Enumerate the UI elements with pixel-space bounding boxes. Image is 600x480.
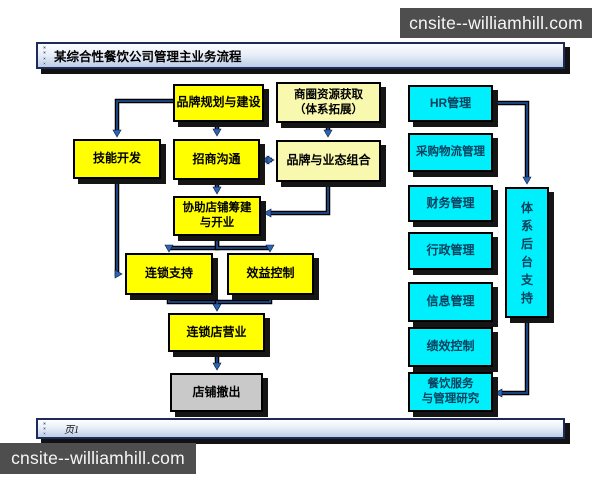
node-label: 信息管理 (426, 294, 475, 309)
arrowhead-icon (112, 129, 122, 138)
arrowhead-icon (522, 176, 532, 185)
watermark-bottom-left: cnsite--williamhill.com (0, 443, 196, 474)
node-label: 系 (520, 218, 533, 233)
node-label: 绩效控制 (426, 339, 475, 354)
node-assist-store-setup: 协助店铺筹建与开业 (173, 196, 261, 236)
arrowhead-icon (212, 128, 222, 137)
node-label: 采购物流管理 (416, 146, 485, 159)
connector-merchant-communication-to-assist-store-setup (212, 180, 222, 195)
node-hr-management: HR管理 (408, 85, 493, 122)
node-admin-management: 行政管理 (408, 232, 493, 270)
node-label: 店铺撤出 (192, 384, 241, 399)
node-label: 效益控制 (246, 266, 295, 281)
arrowhead-icon (212, 186, 222, 195)
node-label: （体系拓展） (294, 103, 363, 116)
node-label: 后 (520, 236, 533, 251)
node-label: HR管理 (429, 95, 472, 110)
connector-skill-development-to-chain-support (114, 179, 123, 279)
arrowhead-icon (494, 388, 503, 398)
connector-trade-area-resource-to-brand-format-mix (323, 123, 333, 138)
node-catering-research: 餐饮服务与管理研究 (408, 372, 493, 412)
connector-hr-management-to-backoffice-support (493, 100, 532, 185)
arrowhead-icon (323, 129, 333, 138)
node-label: 技能开发 (92, 151, 141, 166)
node-label: 餐饮服务 (427, 378, 474, 391)
node-label: 连锁店营业 (186, 324, 247, 339)
node-trade-area-resource: 商圈资源获取 （体系拓展） (276, 82, 381, 123)
binding-dots-icon (41, 46, 47, 65)
binding-dots-icon (41, 422, 47, 435)
title-bar: 某综合性餐饮公司管理主业务流程 (36, 42, 565, 69)
node-info-management: 信息管理 (408, 282, 493, 322)
node-merchant-communication: 招商沟通 (173, 139, 260, 180)
arrowhead-icon (263, 208, 272, 218)
page-number-label: 页1 (64, 425, 79, 436)
node-brand-planning: 品牌规划与建设 (173, 84, 264, 122)
connector-merchant-communication-to-brand-format-mix (261, 155, 275, 165)
node-benefit-control: 效益控制 (227, 253, 314, 295)
arrowhead-icon (265, 244, 275, 253)
arrowhead-icon (164, 244, 174, 253)
node-label: 与管理研究 (421, 393, 480, 405)
node-label: 品牌与业态组合 (286, 153, 371, 168)
node-brand-format-mix: 品牌与业态组合 (276, 140, 381, 182)
arrowhead-icon (212, 303, 222, 312)
node-label: 招商沟通 (192, 151, 241, 166)
node-label: 与开业 (199, 217, 235, 229)
watermark-top-right: cnsite--williamhill.com (400, 8, 592, 38)
connector-brand-planning-to-merchant-communication (212, 122, 222, 137)
node-store-withdrawal: 店铺撤出 (170, 373, 263, 412)
node-chain-support: 连锁支持 (125, 253, 213, 295)
connector-backoffice-support-to-catering-research (494, 318, 530, 398)
diagram-title: 某综合性餐饮公司管理主业务流程 (54, 50, 242, 64)
connector-assist-store-setup-to-benefit-control (214, 236, 275, 253)
node-label: 商圈资源获取 (294, 88, 363, 101)
arrowhead-icon (266, 155, 275, 165)
node-backoffice-support: 体系后台支持 (505, 187, 549, 318)
node-label: 品牌规划与建设 (176, 95, 261, 110)
node-label: 行政管理 (426, 243, 475, 258)
node-chain-store-operation: 连锁店营业 (168, 313, 265, 352)
connector-chain-support-to-chain-store-operation (166, 295, 222, 312)
connector-brand-format-mix-to-assist-store-setup (263, 182, 331, 218)
node-skill-development: 技能开发 (73, 139, 161, 179)
connector-assist-store-setup-to-chain-support (164, 236, 220, 253)
node-label: 台 (520, 254, 533, 269)
node-performance-control: 绩效控制 (408, 327, 493, 367)
arrowhead-icon (114, 269, 123, 279)
node-label: 持 (520, 290, 533, 305)
node-label: 连锁支持 (144, 266, 193, 281)
node-label: 财务管理 (426, 195, 475, 210)
node-procurement-logistics: 采购物流管理 (408, 133, 493, 172)
node-label: 协助店铺筹建 (182, 202, 252, 215)
arrowhead-icon (212, 362, 222, 371)
node-label: 支 (520, 272, 533, 287)
connector-chain-store-operation-to-store-withdrawal (212, 352, 222, 371)
node-label: 体 (520, 200, 533, 215)
connector-benefit-control-to-chain-store-operation (212, 295, 273, 312)
connector-brand-planning-to-skill-development (112, 98, 173, 138)
node-finance-management: 财务管理 (408, 185, 493, 222)
footer-bar: 页1 (36, 418, 565, 439)
